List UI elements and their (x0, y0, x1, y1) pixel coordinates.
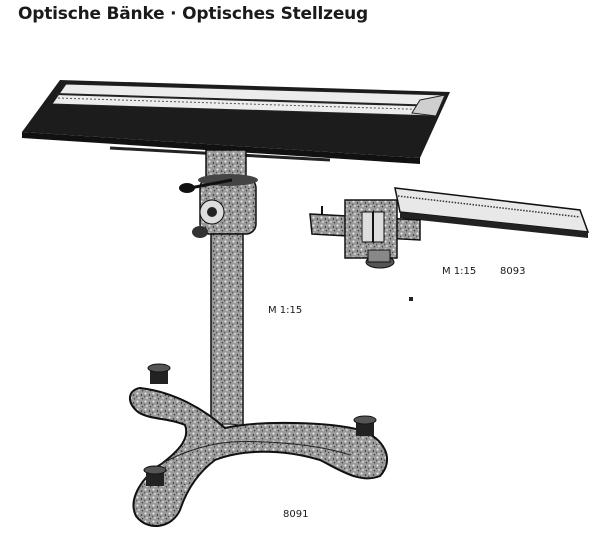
item-number-small: 8093 (500, 266, 526, 277)
column-head (179, 149, 258, 238)
page-heading: Optische Bänke · Optisches Stellzeug (18, 4, 369, 24)
leveling-foot-front (143, 465, 167, 486)
optical-stand-large (22, 80, 450, 528)
leveling-foot-right (353, 415, 377, 436)
table-top (22, 80, 450, 164)
leveling-foot-left (147, 363, 171, 384)
column (210, 233, 244, 429)
tripod-base (129, 386, 389, 528)
item-number-large: 8091 (283, 509, 309, 520)
scale-caption-large: M 1:15 (268, 305, 303, 316)
optical-fixture-small (309, 187, 590, 269)
scale-caption-small: M 1:15 (442, 266, 477, 277)
